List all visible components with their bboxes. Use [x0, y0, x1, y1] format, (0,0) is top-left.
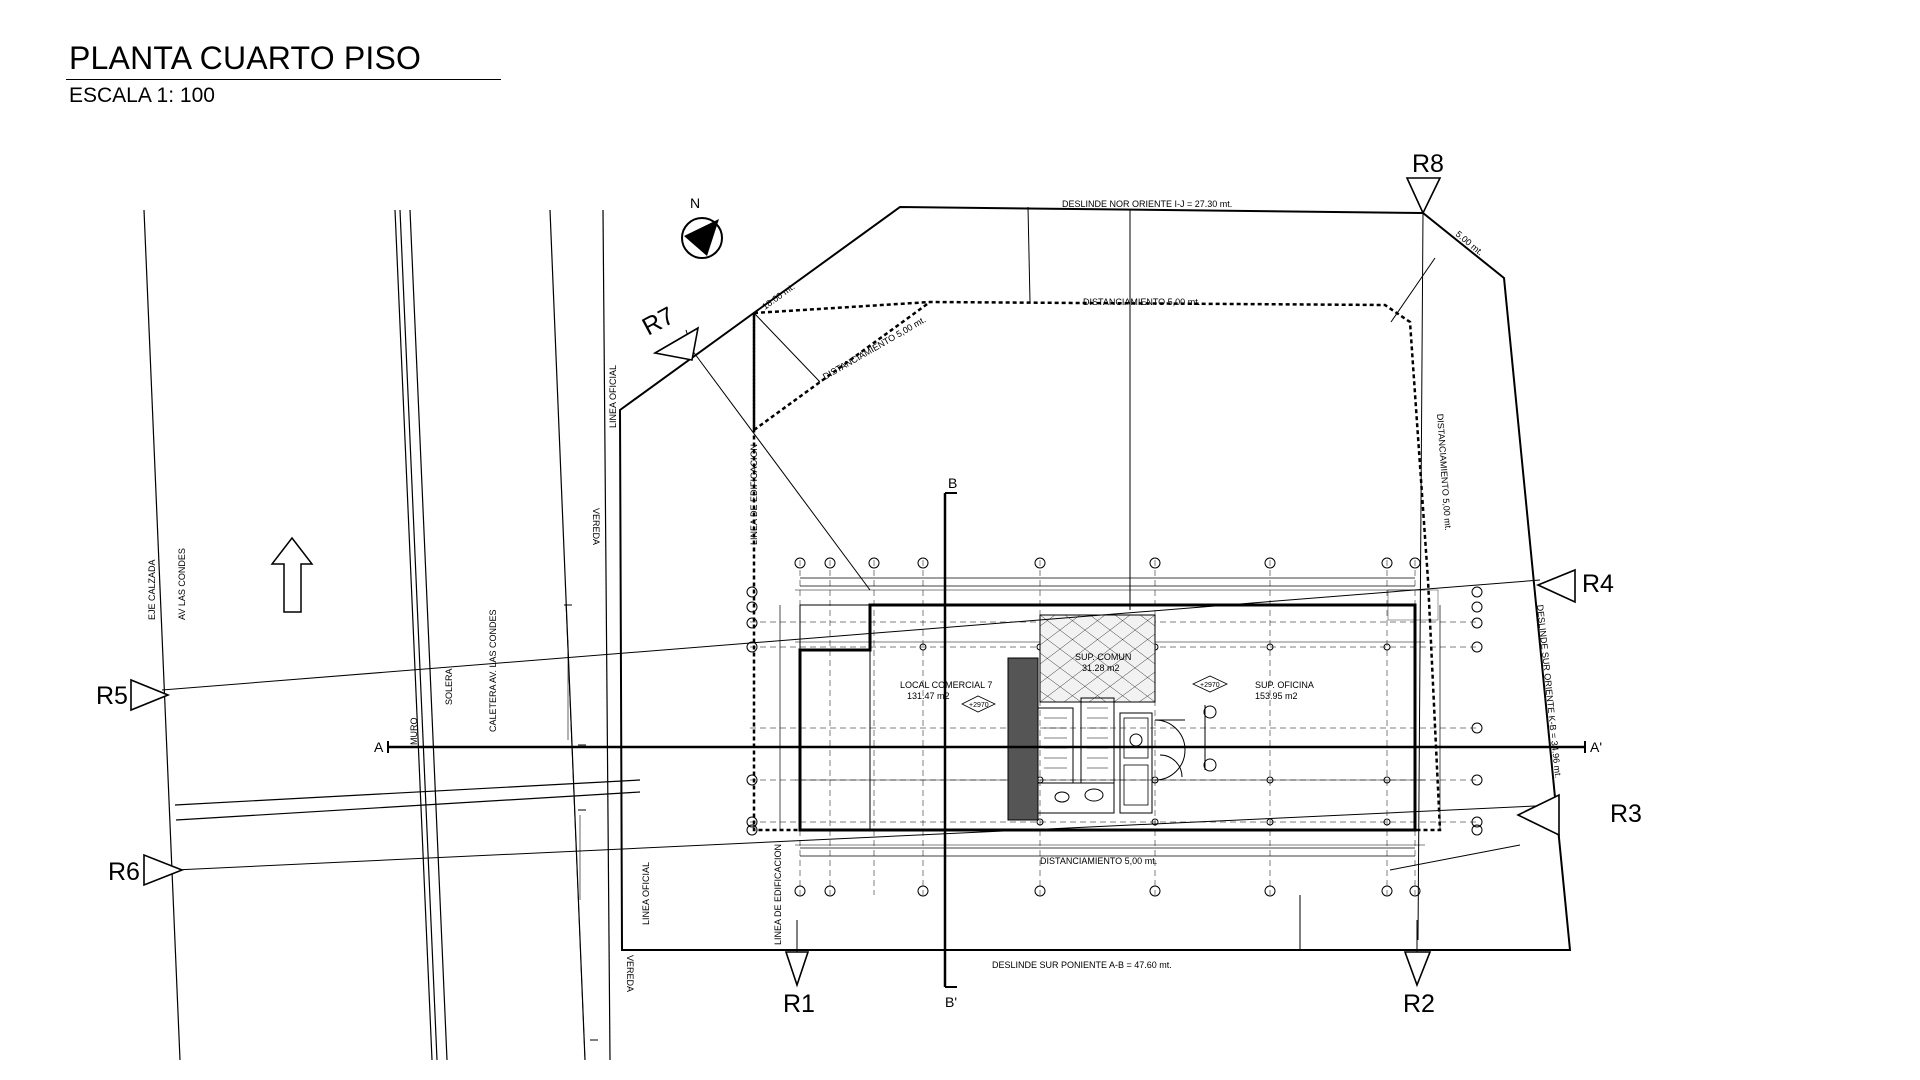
setback-diagonal-label: DISTANCIAMIENTO 5,00 mt. — [821, 314, 928, 381]
solera-label: SOLERA — [444, 668, 454, 705]
level-tag-office-text: +2970 — [1200, 682, 1220, 689]
r8-triangle — [1405, 177, 1442, 215]
section-line-a-label: A — [374, 739, 384, 755]
office-area-value: 153.95 m2 — [1255, 691, 1298, 701]
linea-edificacion-bottom-label: LINEA DE EDIFICACION — [773, 844, 783, 945]
dimension-lines — [691, 206, 1521, 950]
section-b-small-marks — [1203, 705, 1217, 772]
boundary-south-west-label: DESLINDE SUR PONIENTE A-B = 47.60 mt. — [992, 960, 1172, 970]
level-tag-local: +2970 — [961, 695, 996, 713]
muro-line-1 — [394, 209, 433, 1061]
section-marker-r2: R2 — [1403, 990, 1435, 1018]
vereda-bottom-label: VEREDA — [625, 955, 635, 992]
caletera-label: CALETERA AV. LAS CONDES — [488, 609, 498, 732]
boundary-south-east-label: DESLINDE SUR ORIENTE K-B = 34.96 mt. — [1535, 604, 1563, 778]
north-arrow-icon — [681, 217, 723, 259]
level-tag-office: +2970 — [1192, 675, 1228, 693]
dimension-18-label: 18.00 mt. — [760, 281, 796, 311]
muro-label: MURO — [409, 718, 419, 746]
r7-triangle — [652, 326, 700, 361]
dim-strings — [779, 577, 1441, 857]
section-marker-r5: R5 — [96, 682, 128, 710]
common-area-value: 31.28 m2 — [1082, 663, 1120, 673]
av-las-condes-label: AV LAS CONDES — [177, 548, 187, 620]
section-lines — [388, 493, 1585, 987]
property-boundary — [618, 205, 1572, 951]
section-line-b-label: B — [948, 475, 957, 491]
linea-oficial-bottom-label: LINEA OFICIAL — [641, 862, 651, 925]
eje-calzada-line — [143, 209, 181, 1061]
section-line-ends — [387, 492, 1586, 988]
north-label: N — [690, 195, 700, 211]
boundary-north-east-label: DESLINDE NOR ORIENTE I-J = 27.30 mt. — [1062, 199, 1232, 209]
linea-oficial-top-label: LINEA OFICIAL — [608, 365, 618, 428]
vereda-top-label: VEREDA — [591, 508, 601, 545]
r4-triangle — [1535, 568, 1576, 604]
section-line-b-prime-label: B' — [945, 994, 957, 1010]
local-comercial-name: LOCAL COMERCIAL 7 — [900, 680, 992, 690]
solera-line — [409, 209, 448, 1061]
street-dim-line-2 — [175, 791, 641, 821]
level-tag-local-text: +2970 — [969, 702, 989, 709]
eje-calzada-label: EJE CALZADA — [147, 559, 157, 620]
local-comercial-area: 131.47 m2 — [907, 691, 950, 701]
section-line-a-prime-label: A' — [1590, 739, 1602, 755]
setback-bottom-label: DISTANCIAMIENTO 5,00 mt. — [1040, 856, 1157, 866]
street-dim-line-1 — [174, 779, 641, 806]
setback-right-label: DISTANCIAMIENTO 5,00 mt. — [1435, 413, 1453, 531]
arrow-up-icon — [270, 536, 314, 613]
street-lines — [143, 209, 641, 1061]
vereda-inner-line — [565, 603, 586, 1061]
street-dim-marks — [564, 604, 598, 1041]
section-marker-r3: R3 — [1610, 800, 1642, 828]
page-title: PLANTA CUARTO PISO — [69, 40, 422, 76]
setback-line-diagonal — [753, 300, 931, 432]
vereda-line — [602, 209, 611, 1061]
r5-triangle — [130, 678, 171, 712]
hatch-region — [1387, 589, 1439, 621]
title-underline — [66, 79, 501, 80]
muro-line-2 — [399, 209, 438, 1061]
r2-triangle — [1403, 951, 1432, 988]
setback-line — [752, 300, 1442, 832]
scale-label: ESCALA 1: 100 — [69, 84, 215, 107]
section-marker-r6: R6 — [108, 858, 140, 886]
setback-top-label: DISTANCIAMIENTO 5,00 mt. — [1083, 297, 1200, 307]
core-stairs — [1007, 614, 1206, 821]
section-marker-r7: R7 — [638, 302, 679, 342]
section-marker-r8: R8 — [1412, 150, 1444, 178]
r3-triangle — [1516, 793, 1560, 837]
linea-edificacion-top-label: LINEA DE EDIFICACION — [749, 444, 759, 545]
r6-triangle — [143, 853, 185, 887]
office-area-name: SUP. OFICINA — [1255, 680, 1314, 690]
section-marker-r1: R1 — [783, 990, 815, 1018]
dimension-5-label: 5.00 mt. — [1454, 229, 1485, 258]
section-triangles — [130, 177, 1576, 988]
r1-triangle — [784, 951, 810, 988]
common-area-name: SUP. COMUN — [1075, 652, 1131, 662]
section-marker-r4: R4 — [1582, 570, 1614, 598]
